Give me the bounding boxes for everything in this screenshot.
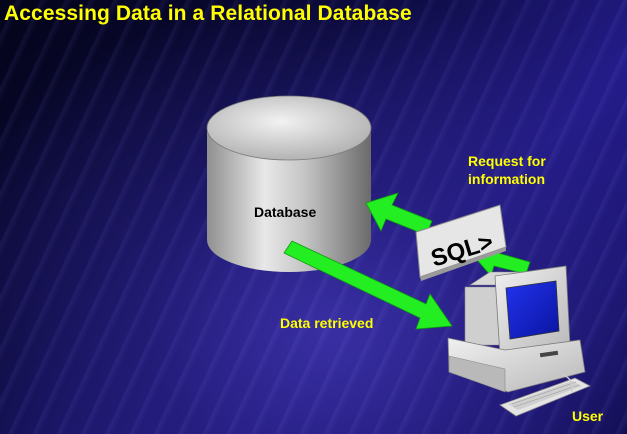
sql-box: [415, 204, 507, 281]
request-arrow-to-database: [365, 192, 433, 236]
database-label: Database: [254, 204, 317, 220]
user-computer: [447, 265, 591, 417]
data-retrieved-arrow: [283, 240, 453, 330]
database-cylinder: [206, 95, 372, 272]
request-label-line-2: information: [468, 171, 545, 187]
data-retrieved-label: Data retrieved: [280, 315, 374, 331]
request-label-line-1: Request for: [468, 153, 546, 169]
user-label: User: [572, 408, 604, 424]
slide-title: Accessing Data in a Relational Database: [4, 2, 412, 25]
request-label: Request for information: [468, 152, 546, 188]
